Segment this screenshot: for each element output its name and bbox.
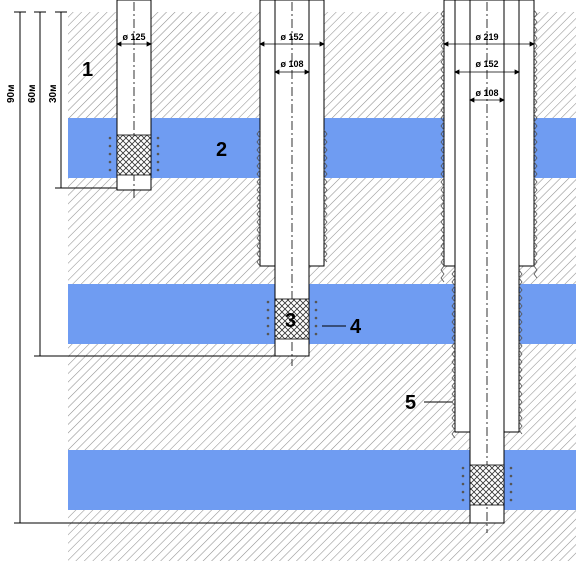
callout-5: 5 (405, 392, 416, 414)
callout-4: 4 (350, 316, 362, 338)
well-1-diameter-label: ø 125 (122, 32, 145, 42)
well-3-outer-teeth-left (440, 9, 445, 283)
callout-2: 2 (216, 139, 227, 161)
depth-label-30: 30м (48, 84, 59, 103)
well-2-teeth-left (256, 129, 261, 267)
well-1-diameter-dimension (116, 41, 152, 47)
well-3-inner-dimension (469, 97, 505, 103)
callouts: 1 2 3 4 5 (82, 59, 452, 414)
well-3-inner-diameter-label: ø 108 (475, 88, 498, 98)
well-3-middle-teeth-left (451, 269, 456, 439)
well-3-filter (469, 464, 505, 506)
well-3-outer-dimension (443, 41, 535, 47)
well-2-filter (274, 298, 310, 340)
depth-dimensions (14, 11, 470, 524)
well-2: ø 152 ø 108 (256, 0, 328, 366)
well-3-middle-diameter-label: ø 152 (475, 59, 498, 69)
well-3-middle-dimension (454, 69, 520, 75)
well-2-outer-diameter-label: ø 152 (280, 32, 303, 42)
well-3-outer-diameter-label: ø 219 (475, 32, 498, 42)
well-2-outer-dimension (259, 41, 325, 47)
well-3: ø 219 ø 152 ø 108 (440, 0, 538, 533)
well-2-teeth-right (323, 129, 328, 263)
callout-1: 1 (82, 59, 93, 81)
well-3-outer-teeth-right (533, 9, 538, 279)
depth-label-60: 60м (27, 84, 38, 103)
callout-3: 3 (285, 310, 296, 332)
well-1-filter (116, 134, 152, 176)
well-3-perforation (461, 466, 513, 502)
well-2-perforation (266, 300, 318, 336)
well-1-perforation (108, 136, 160, 172)
well-2-inner-diameter-label: ø 108 (280, 59, 303, 69)
depth-label-90: 90м (6, 84, 17, 103)
well-2-inner-dimension (274, 69, 310, 75)
well-3-middle-teeth-right (518, 269, 523, 435)
well-1: ø 125 (108, 0, 160, 198)
